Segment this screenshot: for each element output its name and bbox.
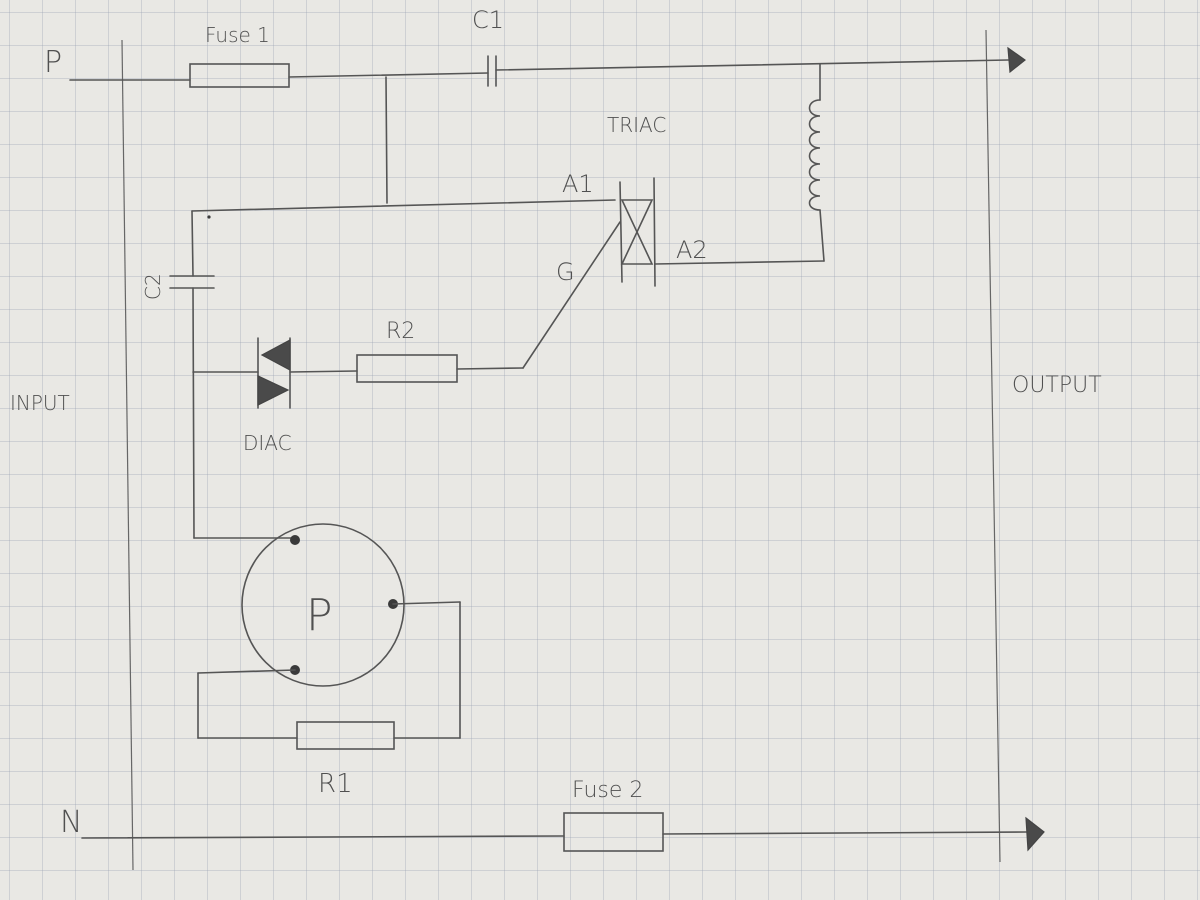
- p-switch-circle: [241, 523, 405, 687]
- output-p-arrow: [1007, 46, 1026, 74]
- gate-label: G: [556, 258, 575, 286]
- triac-triangle-top: [620, 199, 654, 234]
- c1-label: C1: [472, 6, 504, 34]
- output-label: OUTPUT: [1012, 373, 1102, 398]
- triac-label: TRIAC: [607, 113, 666, 137]
- triac-bar-right: [653, 177, 656, 287]
- a1-label: A1: [562, 170, 594, 198]
- c2-label: C2: [141, 273, 165, 300]
- switch-terminal-top: [290, 535, 300, 545]
- triac-triangle-bottom: [620, 230, 654, 265]
- r1-body: [296, 721, 395, 750]
- pencil-dot: [207, 215, 211, 219]
- output-boundary-line: [985, 29, 1001, 863]
- r2-label: R2: [386, 319, 415, 344]
- a2-label: A2: [676, 236, 708, 264]
- triac-bar-left: [619, 181, 623, 283]
- n-rail-right: [662, 831, 1027, 835]
- a1-wire: [191, 199, 616, 212]
- input-boundary-line: [121, 39, 134, 871]
- r1-label: R1: [318, 769, 353, 799]
- fuse2-label: Fuse 2: [572, 778, 643, 803]
- fuse1-label: Fuse 1: [205, 23, 270, 47]
- p-terminal-label: P: [44, 45, 62, 80]
- c2-upper-wire: [191, 210, 194, 277]
- coil-winding: [808, 99, 821, 211]
- switch-right-wire: [392, 601, 461, 605]
- coil-bottom-wire: [819, 209, 825, 262]
- diac-label: DIAC: [243, 431, 292, 455]
- p-rail-mid: [288, 72, 489, 78]
- n-terminal-label: N: [60, 805, 82, 840]
- n-rail-left: [81, 835, 565, 839]
- fuse1-body: [189, 63, 290, 88]
- p-switch-label: P: [306, 590, 333, 641]
- fuse2-body: [563, 812, 664, 852]
- a2-wire: [654, 260, 825, 265]
- diac-right-wire: [289, 370, 358, 373]
- gate-wire: [522, 221, 621, 369]
- output-n-arrow: [1025, 816, 1045, 852]
- diac-triangle-bottom: [257, 375, 290, 406]
- p-branch-wire: [385, 76, 388, 204]
- c2-lower-wire: [192, 287, 195, 539]
- r2-right-wire: [456, 367, 524, 370]
- diac-triangle-top: [260, 338, 291, 372]
- switch-bottom-wire: [197, 669, 296, 674]
- r2-body: [356, 354, 458, 383]
- p-rail-right: [495, 59, 1009, 71]
- input-label: INPUT: [10, 391, 70, 415]
